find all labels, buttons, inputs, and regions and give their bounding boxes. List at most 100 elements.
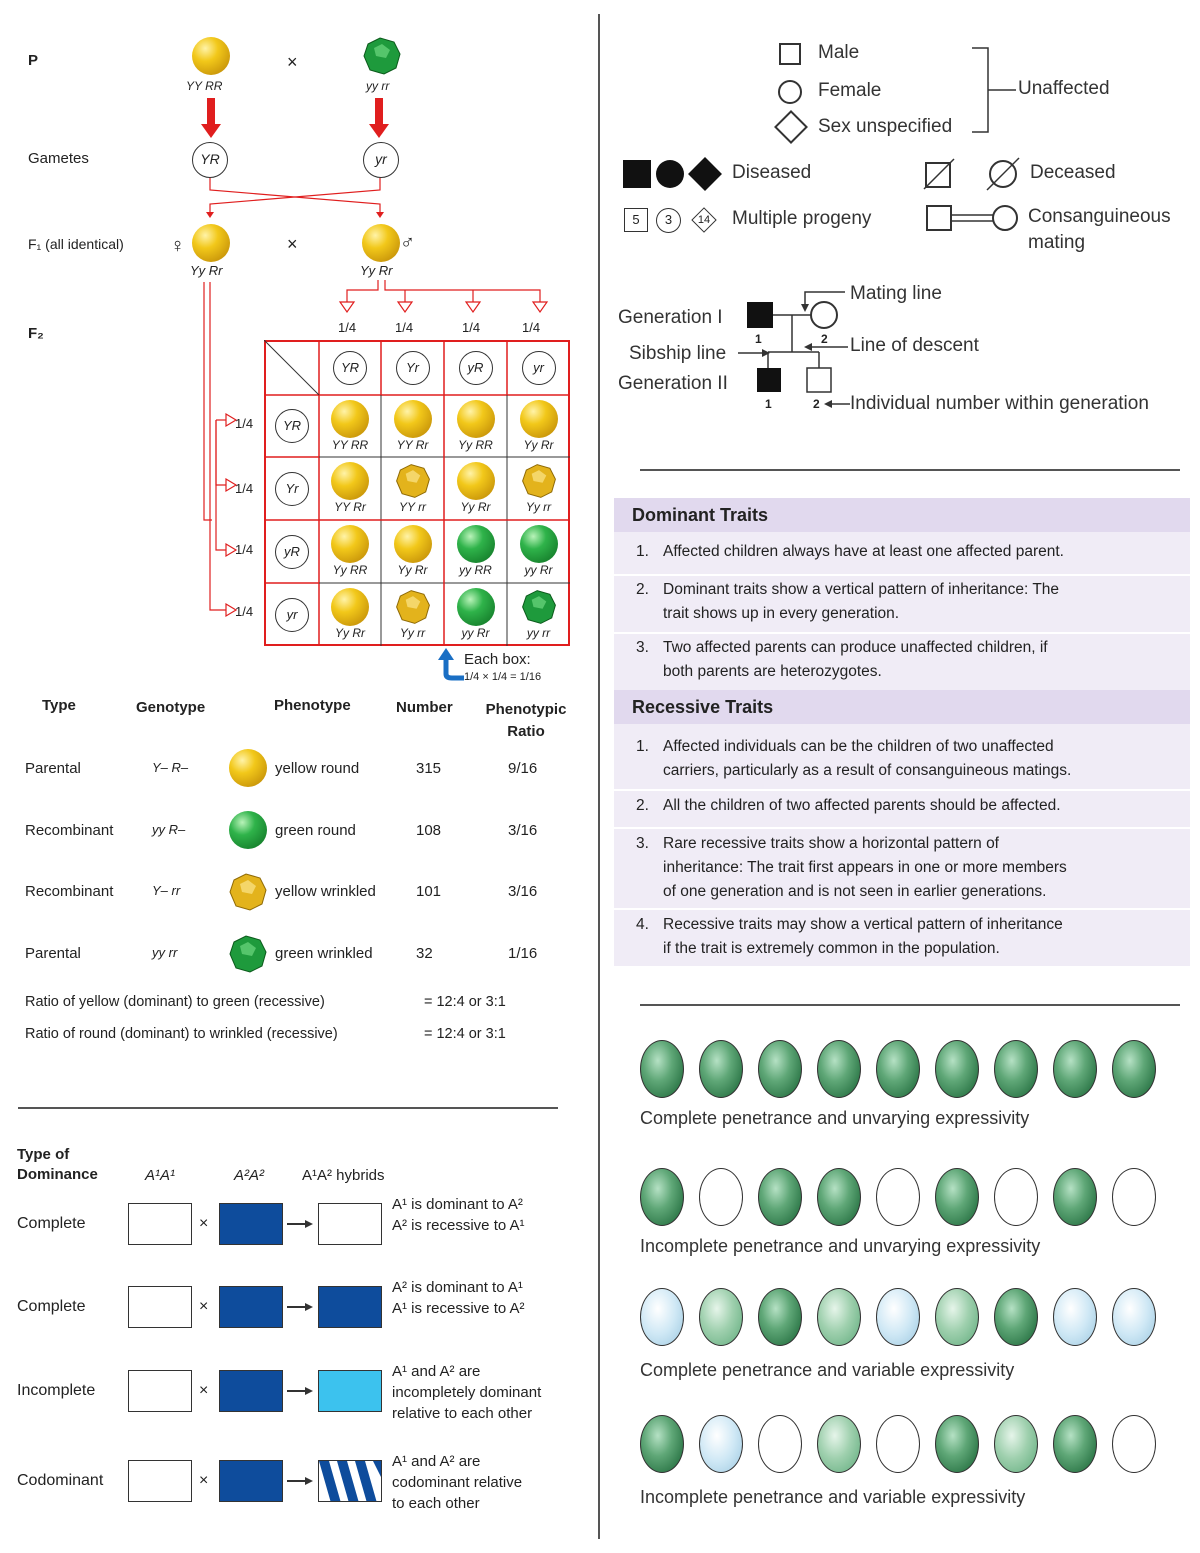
ratio-yellow-green-value: = 12:4 or 3:1 bbox=[424, 994, 506, 1010]
p-label: P bbox=[28, 52, 39, 69]
row-phenotype: green round bbox=[275, 822, 356, 839]
egg-light-icon bbox=[817, 1415, 861, 1473]
trait-number: 1. bbox=[636, 738, 649, 755]
gamete-circle: Yr bbox=[395, 351, 430, 385]
trait-number: 2. bbox=[636, 581, 649, 598]
row-type: Parental bbox=[25, 945, 81, 962]
divider bbox=[614, 574, 1190, 576]
a2a2-box bbox=[219, 1286, 283, 1328]
cell-genotype: Yy rr bbox=[525, 500, 552, 514]
egg-none-icon bbox=[876, 1168, 920, 1226]
a2a2-box bbox=[219, 1203, 283, 1245]
female-label: Female bbox=[818, 80, 882, 101]
deceased-female-icon bbox=[986, 157, 1020, 191]
green-wrinkled-pea-icon bbox=[363, 37, 401, 75]
trait-text: Two affected parents can produce unaffec… bbox=[663, 639, 1048, 656]
mating-line-label: Mating line bbox=[850, 283, 942, 304]
penetrance-caption: Complete penetrance and unvarying expres… bbox=[640, 1108, 1030, 1128]
yellow-round-pea-icon bbox=[456, 462, 495, 500]
times-symbol: × bbox=[199, 1215, 209, 1232]
egg-none-icon bbox=[1112, 1168, 1156, 1226]
yellow-round-pea-icon bbox=[393, 525, 432, 563]
gametes-label: Gametes bbox=[28, 150, 89, 167]
trait-text: Recessive traits may show a vertical pat… bbox=[663, 916, 1063, 933]
dominance-description: incompletely dominant bbox=[392, 1384, 542, 1401]
trait-number: 2. bbox=[636, 797, 649, 814]
yellow-round-pea-icon bbox=[393, 400, 432, 438]
row-ratio: 3/16 bbox=[508, 822, 538, 839]
arrow-left-icon bbox=[804, 343, 848, 351]
egg-none-icon bbox=[1112, 1415, 1156, 1473]
yellow-round-pea-icon bbox=[192, 37, 230, 75]
cell-genotype: Yy Rr bbox=[523, 438, 554, 452]
arrow-right-icon bbox=[287, 1220, 313, 1228]
egg-pale-icon bbox=[699, 1415, 743, 1473]
row-number: 108 bbox=[416, 822, 442, 839]
dominance-description: to each other bbox=[392, 1495, 480, 1512]
deceased-label: Deceased bbox=[1030, 162, 1116, 183]
row-ratio: 1/16 bbox=[508, 945, 538, 962]
dominance-description: A² is dominant to A¹ bbox=[392, 1279, 523, 1296]
egg-full-icon bbox=[876, 1040, 920, 1098]
egg-full-icon bbox=[994, 1288, 1038, 1346]
row-ratio: 3/16 bbox=[508, 883, 538, 900]
f1-genotype: Yy Rr bbox=[360, 263, 393, 278]
ratio-yellow-green-text: Ratio of yellow (dominant) to green (rec… bbox=[25, 994, 325, 1010]
trait-text: trait shows up in every generation. bbox=[663, 605, 900, 622]
yellow-round-pea-icon bbox=[519, 400, 558, 438]
a1a1-box bbox=[128, 1286, 192, 1328]
cell-genotype: Yy rr bbox=[399, 626, 426, 640]
divider bbox=[614, 632, 1190, 634]
col-fraction: 1/4 bbox=[462, 320, 481, 335]
green-round-pea-icon bbox=[519, 525, 558, 563]
row-phenotype: green wrinkled bbox=[275, 945, 373, 962]
diseased-square-icon bbox=[623, 160, 651, 188]
egg-full-icon bbox=[640, 1415, 684, 1473]
arrow-left-icon bbox=[824, 400, 850, 408]
penetrance-caption: Complete penetrance and variable express… bbox=[640, 1360, 1015, 1380]
cell-genotype: Yy Rr bbox=[460, 500, 491, 514]
generation-1-label: Generation I bbox=[618, 307, 723, 328]
a1a1-header: A¹A¹ bbox=[145, 1167, 175, 1184]
yellow-wrinkled-pea-icon bbox=[395, 464, 430, 498]
row-type: Recombinant bbox=[25, 883, 114, 900]
individual-number: 1 bbox=[765, 397, 772, 411]
arrow-right-icon bbox=[287, 1387, 313, 1395]
ratio-round-wrinkled-value: = 12:4 or 3:1 bbox=[424, 1026, 506, 1042]
a2a2-box bbox=[219, 1460, 283, 1502]
divider bbox=[18, 1107, 558, 1109]
yellow-round-pea-icon bbox=[331, 525, 369, 563]
hybrid-box bbox=[318, 1286, 382, 1328]
egg-full-icon bbox=[1112, 1040, 1156, 1098]
egg-full-icon bbox=[758, 1040, 802, 1098]
individual-number: 1 bbox=[755, 332, 762, 346]
arrow-right-icon bbox=[738, 349, 770, 357]
trait-text: of one generation and is not seen in ear… bbox=[663, 883, 1047, 900]
egg-full-icon bbox=[1053, 1168, 1097, 1226]
yellow-wrinkled-pea-icon bbox=[229, 873, 267, 911]
egg-full-icon bbox=[758, 1168, 802, 1226]
cell-genotype: YY Rr bbox=[334, 500, 366, 514]
cell-genotype: Yy Rr bbox=[335, 626, 365, 640]
bracket-icon bbox=[972, 47, 1016, 133]
row-type: Recombinant bbox=[25, 822, 114, 839]
dominance-description: A¹ is recessive to A² bbox=[392, 1300, 525, 1317]
divider bbox=[614, 827, 1190, 829]
divider bbox=[614, 908, 1190, 910]
hybrid-box bbox=[318, 1370, 382, 1412]
row-number: 32 bbox=[416, 945, 433, 962]
yellow-round-pea-icon bbox=[362, 224, 400, 262]
ratio-round-wrinkled-text: Ratio of round (dominant) to wrinkled (r… bbox=[25, 1026, 338, 1042]
row-number: 315 bbox=[416, 760, 442, 777]
yellow-wrinkled-pea-icon bbox=[521, 464, 556, 498]
diseased-circle-icon bbox=[656, 160, 684, 188]
cell-genotype: yy RR bbox=[459, 563, 492, 577]
cell-genotype: YY rr bbox=[398, 500, 427, 514]
cross-lines bbox=[206, 178, 384, 218]
col-header-genotype: Genotype bbox=[136, 699, 206, 716]
yellow-round-pea-icon bbox=[331, 400, 369, 438]
codominant-hybrid-box bbox=[318, 1460, 382, 1502]
individual-number-label: Individual number within generation bbox=[850, 393, 1149, 414]
times-symbol: × bbox=[287, 234, 298, 254]
